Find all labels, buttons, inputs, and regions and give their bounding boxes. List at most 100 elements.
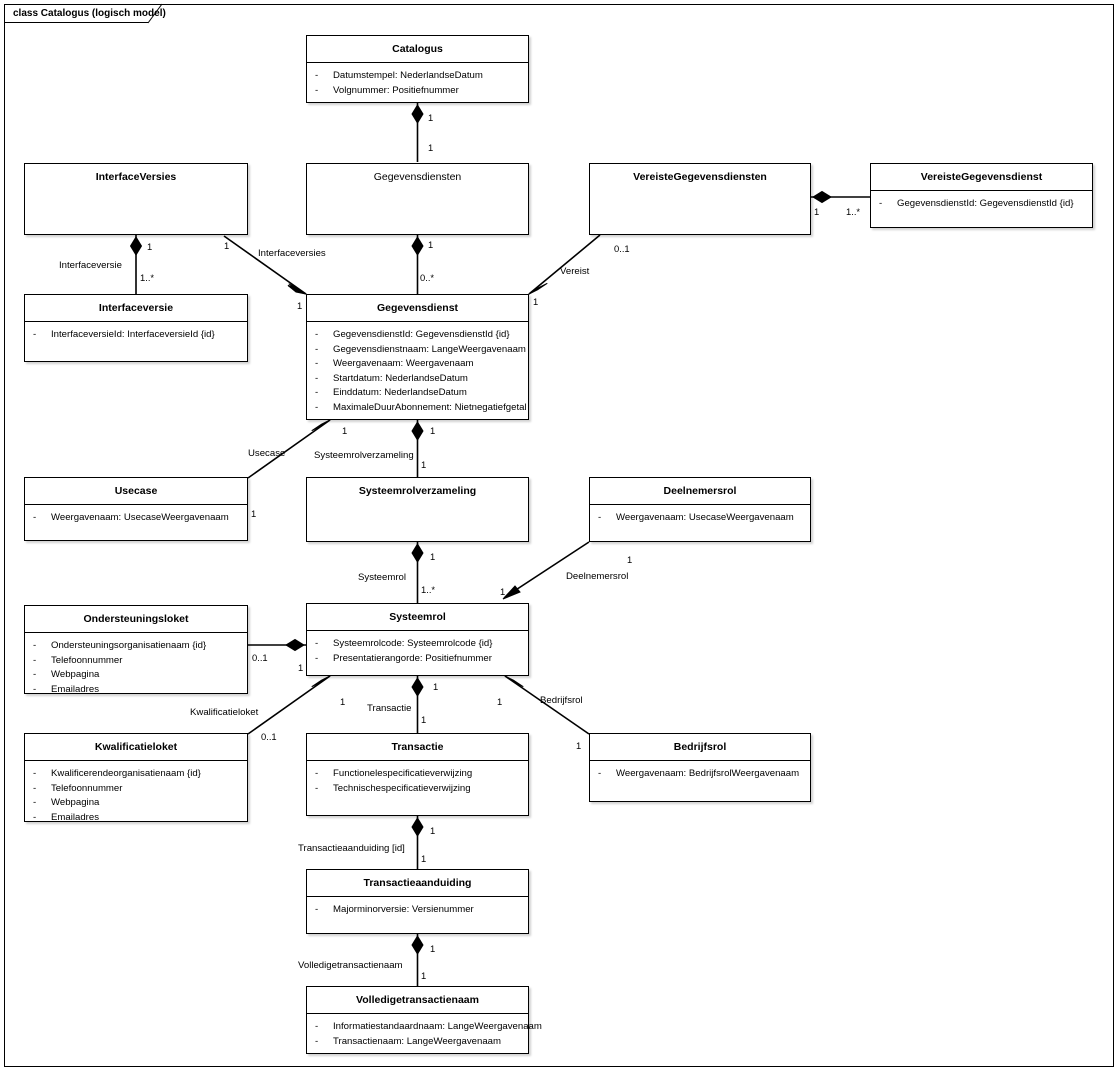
multiplicity-label: 1..* (140, 272, 155, 283)
attribute-text: Webpagina (51, 669, 100, 680)
class-attributes-kwalificatieloket: -Kwalificerendeorganisatienaam {id} -Tel… (25, 761, 247, 831)
class-attribute: -Volgnummer: Positiefnummer (311, 84, 524, 99)
attribute-visibility-marker: - (315, 768, 319, 779)
class-box-deelnemersrol[interactable]: Deelnemersrol -Weergavenaam: UsecaseWeer… (589, 477, 811, 542)
class-box-vereistegegevensdienst[interactable]: VereisteGegevensdienst -GegevensdienstId… (870, 163, 1093, 228)
class-box-transactieaanduiding[interactable]: Transactieaanduiding -Majorminorversie: … (306, 869, 529, 934)
attribute-visibility-marker: - (315, 358, 319, 369)
attribute-text: Emailadres (51, 811, 99, 823)
class-box-interfaceversies[interactable]: InterfaceVersies (24, 163, 248, 235)
class-box-gegevensdiensten[interactable]: Gegevensdiensten (306, 163, 529, 235)
class-separator (307, 62, 528, 63)
class-attribute: - Ondersteuningsorganisatienaam {id} (29, 639, 243, 654)
class-attributes-transactie: -Functionelespecificatieverwijzing -Tech… (307, 761, 528, 802)
multiplicity-label: 1 (497, 696, 503, 707)
attribute-visibility-marker: - (33, 640, 37, 651)
class-attribute: -Technischespecificatieverwijzing (311, 782, 524, 797)
attribute-visibility-marker: - (315, 387, 319, 398)
multiplicity-label: 1 (342, 425, 348, 436)
class-title-ondersteuningsloket: Ondersteuningsloket (83, 613, 189, 625)
attribute-visibility-marker: - (315, 652, 319, 664)
class-attributes-deelnemersrol: -Weergavenaam: UsecaseWeergavenaam (590, 505, 810, 532)
class-attributes-usecase: -Weergavenaam: UsecaseWeergavenaam (25, 505, 247, 532)
class-box-systeemrol[interactable]: Systeemrol -Systeemrolcode: Systeemrolco… (306, 603, 529, 676)
class-box-usecase[interactable]: Usecase -Weergavenaam: UsecaseWeergavena… (24, 477, 248, 541)
class-attribute: -Gegevensdienstnaam: LangeWeergavenaam (311, 343, 526, 358)
class-box-interfaceversie[interactable]: Interfaceversie -InterfaceversieId: Inte… (24, 294, 248, 362)
attribute-text: Ondersteuningsorganisatienaam {id} (51, 640, 207, 651)
class-attributes-catalogus: -Datumstempel: NederlandseDatum -Volgnum… (307, 63, 528, 104)
class-box-vereistegegevensdiensten[interactable]: VereisteGegevensdiensten (589, 163, 811, 235)
class-attribute: -GegevensdienstId: GegevensdienstId {id} (875, 197, 1088, 212)
class-attribute: -Weergavenaam: Weergavenaam (311, 357, 524, 372)
role-label: Usecase (248, 448, 286, 459)
class-attributes-vereistegegevensdienst: -GegevensdienstId: GegevensdienstId {id} (871, 191, 1092, 218)
class-box-kwalificatieloket[interactable]: Kwalificatieloket -Kwalificerendeorganis… (24, 733, 248, 823)
class-box-ondersteuningsloket[interactable]: Ondersteuningsloket - Ondersteuningsorgan… (24, 605, 248, 695)
attribute-visibility-marker: - (598, 768, 602, 779)
class-attributes-transactieaanduiding: -Majorminorversie: Versienummer (307, 897, 528, 924)
class-separator (25, 321, 247, 322)
class-title-volledigetransactienaam: Volledigetransactienaam (356, 994, 479, 1006)
class-attribute: -Weergavenaam: BedrijfsrolWeergavenaam (594, 767, 806, 782)
attribute-text: Majorminorversie: Versienummer (333, 904, 474, 915)
multiplicity-label: 1 (428, 112, 434, 123)
class-attribute: -Weergavenaam: UsecaseWeergavenaam (594, 511, 806, 526)
class-box-bedrijfsrol[interactable]: Bedrijfsrol -Weergavenaam: BedrijfsrolWe… (589, 733, 811, 802)
class-box-gegevensdienst[interactable]: Gegevensdienst -GegevensdienstId: Gegeve… (306, 294, 529, 420)
role-label: Vereist (560, 266, 590, 277)
class-separator (307, 630, 528, 631)
multiplicity-label: 1..* (421, 584, 436, 595)
attribute-visibility-marker: - (33, 669, 37, 680)
multiplicity-label: 1 (298, 662, 304, 673)
attribute-visibility-marker: - (315, 401, 319, 413)
attribute-text: Informatiestandaardnaam: LangeWeergavena… (333, 1021, 542, 1032)
attribute-text: Presentatierangorde: Positiefnummer (333, 652, 492, 664)
multiplicity-label: 1 (421, 714, 427, 725)
class-attribute: -Startdatum: NederlandseDatum (311, 372, 524, 387)
multiplicity-label: 1 (500, 586, 506, 597)
attribute-text: Startdatum: NederlandseDatum (333, 372, 468, 384)
role-label: Bedrijfsrol (540, 695, 583, 706)
role-label: Interfaceversie (59, 260, 122, 271)
class-title-systeemrol: Systeemrol (389, 611, 446, 623)
class-attribute: - MaximaleDuurAbonnement: Nietnegatiefget… (311, 401, 527, 416)
class-attributes-volledigetransactienaam: - Informatiestandaardnaam: LangeWeergaven… (307, 1014, 542, 1055)
class-separator (307, 896, 528, 897)
class-attribute: -Functionelespecificatieverwijzing (311, 767, 524, 782)
class-attribute: -InterfaceversieId: InterfaceversieId {i… (29, 328, 243, 343)
attribute-visibility-marker: - (33, 768, 37, 779)
multiplicity-label: 1 (224, 240, 230, 251)
class-separator (25, 760, 247, 761)
role-label: Deelnemersrol (566, 571, 629, 582)
class-title-interfaceversies: InterfaceVersies (95, 171, 177, 183)
multiplicity-label: 0..1 (614, 243, 630, 254)
class-box-catalogus[interactable]: Catalogus -Datumstempel: NederlandseDatu… (306, 35, 529, 103)
multiplicity-label: 1 (428, 142, 434, 153)
class-separator (307, 1013, 528, 1014)
attribute-visibility-marker: - (879, 198, 883, 209)
class-attribute: - Webpagina (29, 668, 243, 683)
class-box-transactie[interactable]: Transactie -Functionelespecificatieverwi… (306, 733, 529, 816)
class-title-transactie: Transactie (391, 741, 444, 753)
class-box-volledigetransactienaam[interactable]: Volledigetransactienaam - Informatiestand… (306, 986, 542, 1055)
class-title-vereistegegevensdiensten: VereisteGegevensdiensten (633, 171, 767, 183)
class-title-deelnemersrol: Deelnemersrol (663, 485, 737, 497)
class-separator (307, 760, 528, 761)
attribute-visibility-marker: - (315, 1035, 319, 1047)
diagram-title-tab: class Catalogus (logisch model) (4, 4, 166, 23)
class-box-systeemrolverzameling[interactable]: Systeemrolverzameling (306, 477, 529, 542)
attribute-text: MaximaleDuurAbonnement: Nietnegatiefgeta… (333, 401, 527, 413)
multiplicity-label: 1 (627, 554, 633, 565)
title-tab-slant-icon (147, 3, 163, 24)
role-label: Volledigetransactienaam (298, 960, 403, 971)
class-attribute: -Einddatum: NederlandseDatum (311, 386, 524, 401)
attribute-text: Webpagina (51, 797, 100, 808)
role-label: Interfaceversies (258, 248, 326, 259)
class-attribute: -Telefoonnummer (29, 654, 243, 669)
attribute-text: Telefoonnummer (51, 782, 123, 794)
class-separator (25, 504, 247, 505)
diagram-title: class Catalogus (logisch model) (13, 8, 166, 19)
class-attributes-interfaceversie: -InterfaceversieId: InterfaceversieId {i… (25, 322, 247, 349)
attribute-visibility-marker: - (33, 329, 37, 340)
